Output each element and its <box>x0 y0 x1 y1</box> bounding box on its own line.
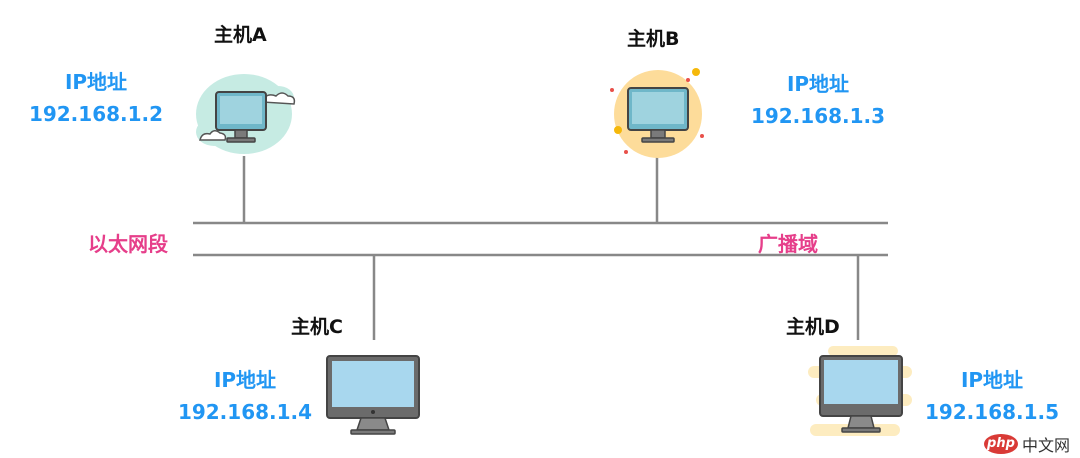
host-b-ip-title: IP地址 <box>786 72 850 96</box>
host-c-ip: 192.168.1.4 <box>177 400 313 424</box>
broadcast-domain-label: 广播域 <box>758 232 818 256</box>
host-b-ip-block: IP地址 192.168.1.3 <box>750 68 886 132</box>
host-b-ip: 192.168.1.3 <box>750 104 886 128</box>
host-c-name: 主机C <box>291 316 343 338</box>
host-a-ip: 192.168.1.2 <box>28 102 164 126</box>
watermark: php 中文网 <box>983 432 1070 456</box>
host-c-ip-title: IP地址 <box>213 368 277 392</box>
host-c-ip-block: IP地址 192.168.1.4 <box>177 364 313 428</box>
host-b-computer-icon <box>610 68 704 158</box>
host-a-ip-block: IP地址 192.168.1.2 <box>28 66 164 130</box>
host-a-ip-title: IP地址 <box>64 70 128 94</box>
host-d-ip-block: IP地址 192.168.1.5 <box>924 364 1060 428</box>
host-a-name: 主机A <box>214 24 267 46</box>
watermark-text: 中文网 <box>1021 436 1070 455</box>
host-d-computer-icon <box>808 346 912 436</box>
host-d-ip-title: IP地址 <box>960 368 1024 392</box>
host-d-ip: 192.168.1.5 <box>924 400 1060 424</box>
php-logo: php <box>983 434 1018 454</box>
host-a-computer-icon <box>196 74 296 154</box>
host-d-name: 主机D <box>786 316 840 338</box>
ethernet-segment-label: 以太网段 <box>88 232 168 256</box>
host-c-computer-icon <box>326 355 420 435</box>
host-b-name: 主机B <box>627 28 680 50</box>
